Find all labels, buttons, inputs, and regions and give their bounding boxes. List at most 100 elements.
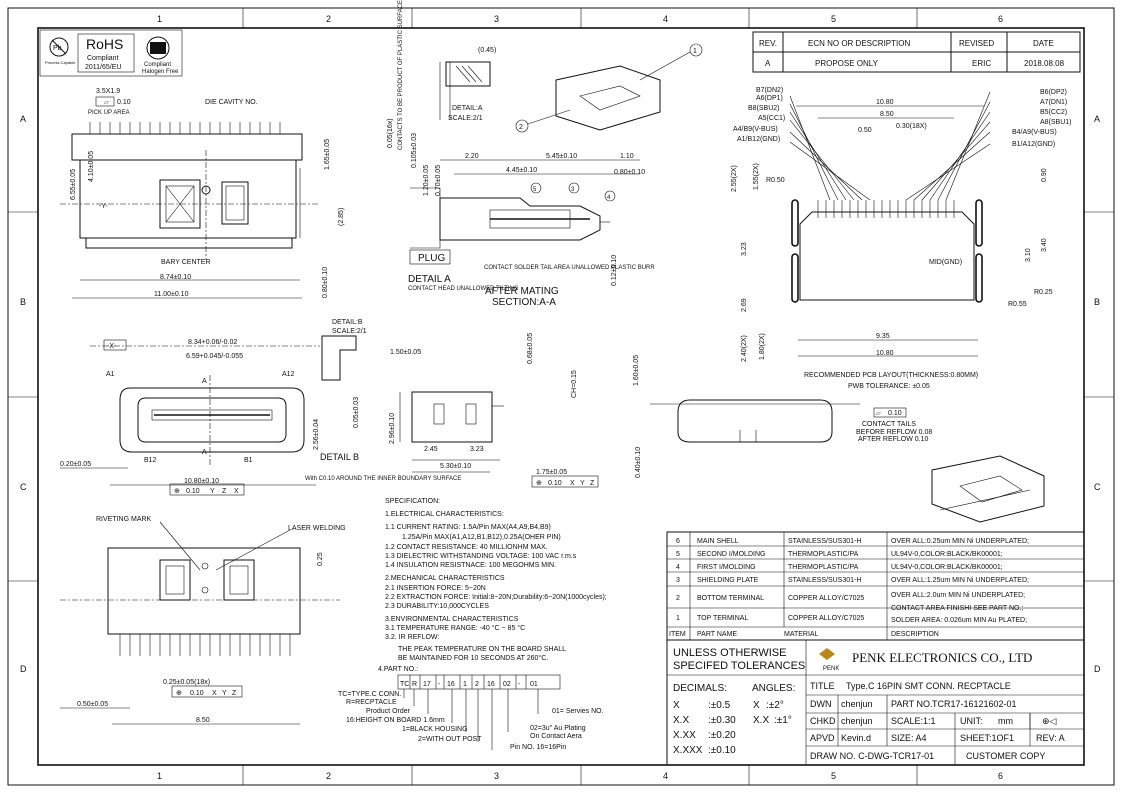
svg-text:A: A: [202, 378, 207, 385]
svg-text:DWN: DWN: [810, 699, 832, 709]
svg-text:1.25A/Pin MAX(A1,A12,B1,B12),0: 1.25A/Pin MAX(A1,A12,B1,B12),0.25A(OHER …: [402, 534, 561, 541]
svg-text:0.12±0.10: 0.12±0.10: [611, 255, 618, 286]
svg-text:TITLE: TITLE: [810, 681, 835, 691]
svg-text:THE PEAK TEMPERATURE ON THE BO: THE PEAK TEMPERATURE ON THE BOARD SHALL: [398, 646, 566, 653]
svg-text:DECIMALS:: DECIMALS:: [673, 683, 727, 694]
section-aa-drawing: [409, 159, 640, 265]
svg-text:B12: B12: [144, 457, 157, 464]
svg-text:16:HEIGHT ON BOARD 1.6mm: 16:HEIGHT ON BOARD 1.6mm: [346, 717, 445, 724]
iso-connector-bottom: [931, 455, 1045, 523]
rohs-line2: 2011/65/EU: [85, 64, 121, 71]
svg-text:3.2. IR REFLOW:: 3.2. IR REFLOW:: [385, 634, 439, 641]
svg-text:PART NO.: PART NO.: [891, 699, 933, 709]
svg-text:COPPER ALLOY/C7025: COPPER ALLOY/C7025: [788, 615, 864, 622]
svg-text:SCALE:1:1: SCALE:1:1: [891, 716, 936, 726]
svg-text:OVER ALL:1.25um MIN Ni UNDERPL: OVER ALL:1.25um MIN Ni UNDERPLATED;: [891, 577, 1029, 584]
col-label: 5: [831, 14, 836, 24]
col-label: 4: [663, 771, 668, 781]
svg-text::±0.30: :±0.30: [708, 715, 736, 726]
svg-text:0.105±0.03: 0.105±0.03: [411, 133, 418, 168]
svg-text:DIE CAVITY NO.: DIE CAVITY NO.: [205, 99, 258, 106]
svg-text:A4/B9(V-BUS): A4/B9(V-BUS): [733, 126, 778, 133]
svg-text:02=3u" Au Plating: 02=3u" Au Plating: [530, 725, 586, 732]
svg-text:9.35: 9.35: [876, 333, 890, 340]
compliance-logos: Pb Process Capable RoHS Compliant 2011/6…: [39, 29, 183, 77]
svg-text:Z: Z: [222, 488, 227, 495]
svg-text:1.2 CONTACT RESISTANCE: 40 MIL: 1.2 CONTACT RESISTANCE: 40 MILLIONHM MAX…: [385, 544, 548, 551]
pb-text: Pb: [53, 45, 62, 52]
svg-text:1: 1: [463, 681, 467, 688]
svg-text:3.40: 3.40: [1041, 238, 1048, 252]
svg-text:CONTACTS TO BE PRODUCT OF PLAS: CONTACTS TO BE PRODUCT OF PLASTIC SURFAC…: [398, 0, 404, 150]
rohs-line1: Compliant: [87, 55, 119, 62]
svg-text:01: 01: [530, 681, 538, 688]
svg-text:4: 4: [676, 564, 680, 571]
svg-text::±2°: :±2°: [766, 700, 784, 711]
svg-text:0.40±0.10: 0.40±0.10: [635, 447, 642, 478]
svg-text:Type.C 16PIN SMT CONN. RECPTAC: Type.C 16PIN SMT CONN. RECPTACLE: [846, 681, 1011, 691]
svg-text:A5(CC1): A5(CC1): [758, 115, 785, 122]
svg-text:3.23: 3.23: [470, 446, 484, 453]
svg-text:01= Servies NO.: 01= Servies NO.: [552, 708, 604, 715]
grid-labels: 1 2 3 4 5 6 1 2 3 4 5 6 A B C D A B C D: [20, 14, 1101, 781]
svg-text:2.MECHANICAL CHARACTERISTICS: 2.MECHANICAL CHARACTERISTICS: [385, 575, 505, 582]
svg-text:OVER ALL:0.25um MIN Ni UNDERPL: OVER ALL:0.25um MIN Ni UNDERPLATED;: [891, 538, 1029, 545]
col-label: 2: [326, 771, 331, 781]
svg-text:2=WITH OUT POST: 2=WITH OUT POST: [418, 736, 482, 743]
svg-text:02: 02: [503, 681, 511, 688]
svg-text:CONTACT AREA FINISHI SEE PART: CONTACT AREA FINISHI SEE PART NO.;: [891, 605, 1023, 612]
side-view-drawing: [399, 391, 599, 488]
svg-text:1: 1: [676, 615, 680, 622]
svg-text:1.1 CURRENT RATING: 1.5A/Pin M: 1.1 CURRENT RATING: 1.5A/Pin MAX(A4,A9,B…: [385, 524, 551, 531]
svg-text:SHIELDING PLATE: SHIELDING PLATE: [697, 577, 759, 584]
svg-text:-Y-: -Y-: [99, 203, 108, 210]
svg-text:0.80±0.10: 0.80±0.10: [614, 169, 645, 176]
svg-text:A7(DN1): A7(DN1): [1040, 99, 1067, 106]
bottom-view-labels: RIVETING MARK LASER WELDING 0.25 0.25±0.…: [77, 516, 346, 724]
svg-text:BARY CENTER: BARY CENTER: [161, 259, 211, 266]
svg-text:RECOMMENDED PCB LAYOUT(THICKNE: RECOMMENDED PCB LAYOUT(THICKNESS:0.80MM): [804, 372, 978, 379]
svg-text:B8(SBU2): B8(SBU2): [748, 105, 780, 112]
svg-text:⊕: ⊕: [536, 480, 542, 487]
svg-text:4: 4: [607, 195, 611, 201]
iso-top-callouts: 1 2: [519, 48, 697, 131]
part-number-labels: TC R 17 - 16 1 2 16 02 - 01 TC=TYPE.C CO…: [338, 681, 604, 751]
svg-text:(2.85): (2.85): [338, 208, 345, 226]
svg-text:5.30±0.10: 5.30±0.10: [440, 463, 471, 470]
svg-text:FIRST I/MOLDING: FIRST I/MOLDING: [697, 564, 756, 571]
svg-text:DETAIL B: DETAIL B: [320, 452, 359, 462]
svg-text:B1/A12(GND): B1/A12(GND): [1012, 141, 1055, 148]
svg-text:ANGLES:: ANGLES:: [752, 683, 795, 694]
grid-ticks: [8, 8, 1114, 785]
svg-text:PENK: PENK: [823, 666, 839, 672]
svg-text:16: 16: [447, 681, 455, 688]
svg-text:16: 16: [487, 681, 495, 688]
svg-text:SPECIFED TOLERANCES: SPECIFED TOLERANCES: [673, 660, 805, 672]
part-number-breakdown: [397, 674, 561, 750]
svg-text:UL94V-0,COLOR:BLACK/BK00001;: UL94V-0,COLOR:BLACK/BK00001;: [891, 551, 1003, 558]
svg-text:B6(DP2): B6(DP2): [1040, 89, 1067, 96]
svg-text:chenjun: chenjun: [841, 699, 873, 709]
rohs-title: RoHS: [86, 36, 123, 52]
svg-text:17: 17: [423, 681, 431, 688]
col-label: 1: [157, 14, 162, 24]
svg-text::±0.10: :±0.10: [708, 745, 736, 756]
svg-text:SECTION:A-A: SECTION:A-A: [492, 297, 556, 308]
svg-text:Y: Y: [210, 488, 215, 495]
title-block-text: UNLESS OTHERWISE SPECIFED TOLERANCES PEN…: [673, 647, 1065, 761]
top-view-drawing: [60, 96, 320, 299]
svg-text:A12: A12: [282, 371, 295, 378]
svg-text:10.80: 10.80: [876, 350, 894, 357]
row-label: A: [1094, 114, 1100, 124]
col-label: 3: [494, 771, 499, 781]
svg-text:A: A: [202, 449, 207, 456]
col-label: 6: [998, 14, 1003, 24]
col-label: 3: [494, 14, 499, 24]
svg-text:2.20: 2.20: [465, 153, 479, 160]
svg-text:PROPOSE ONLY: PROPOSE ONLY: [815, 59, 879, 68]
front-view-labels: -X- 8.34+0.06/-0.02 6.59+0.045/-0.055 A1…: [60, 319, 461, 495]
svg-text:-: -: [518, 681, 521, 688]
svg-text:STAINLESS/SUS301-H: STAINLESS/SUS301-H: [788, 577, 861, 584]
svg-text:LASER WELDING: LASER WELDING: [288, 525, 346, 532]
